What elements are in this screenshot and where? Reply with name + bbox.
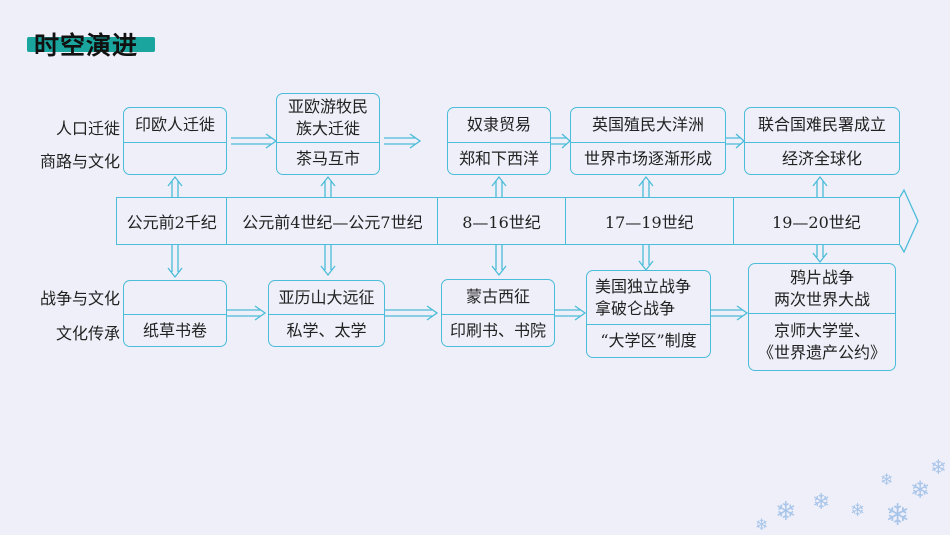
event-box: 亚欧游牧民族大迁徙 茶马互市 — [276, 93, 380, 175]
row-label-trade: 商路与文化 — [39, 152, 120, 171]
heritage-text: 京师大学堂、 — [773, 321, 870, 340]
horizontal-arrows — [227, 133, 749, 321]
heritage-text: 《世界遗产公约》 — [757, 343, 886, 362]
timeline: 公元前2千纪 公元前4世纪—公元7世纪 8—16世纪 17—19世纪 19—20… — [116, 197, 900, 245]
heritage-text: 私学、太学 — [286, 320, 367, 340]
war-text: 两次世界大战 — [773, 289, 870, 309]
heritage-text: 纸草书卷 — [142, 320, 207, 340]
event-box: 英国殖民大洋洲 世界市场逐渐形成 — [570, 107, 726, 175]
war-text: 蒙古西征 — [465, 287, 530, 306]
snowflake-icon: ❄ — [850, 500, 866, 521]
row-label-war: 战争与文化 — [39, 289, 120, 308]
snowflake-icon: ❄ — [812, 490, 831, 515]
vertical-arrows — [167, 175, 828, 279]
snowflake-icon: ❄ — [910, 476, 931, 504]
event-box: 纸草书卷 — [123, 280, 227, 347]
timeline-period: 17—19世纪 — [566, 198, 734, 244]
event-box: 印欧人迁徙 — [123, 107, 227, 175]
title-highlight — [27, 37, 155, 52]
migration-text: 亚欧游牧民 — [287, 97, 368, 116]
migration-text: 英国殖民大洋洲 — [591, 115, 704, 134]
row-label-heritage: 文化传承 — [55, 324, 120, 343]
migration-text: 奴隶贸易 — [466, 115, 531, 134]
migration-text: 印欧人迁徙 — [134, 115, 215, 134]
timeline-period: 19—20世纪 — [734, 198, 900, 244]
war-text: 美国独立战争 — [595, 276, 692, 296]
snowflake-icon: ❄ — [755, 515, 769, 534]
event-box: 联合国难民署成立 经济全球化 — [744, 107, 900, 175]
war-text: 拿破仑战争 — [595, 298, 676, 318]
timeline-period: 8—16世纪 — [438, 198, 566, 244]
war-text: 鸦片战争 — [789, 267, 854, 287]
event-box: 奴隶贸易 郑和下西洋 — [447, 107, 551, 175]
heritage-text: 印刷书、书院 — [449, 320, 546, 340]
timeline-arrow-head — [899, 188, 919, 254]
timeline-period: 公元前4世纪—公元7世纪 — [227, 198, 439, 244]
trade-text: 世界市场逐渐形成 — [583, 148, 712, 168]
event-box: 亚历山大远征 私学、太学 — [268, 280, 385, 347]
event-box: 鸦片战争两次世界大战 京师大学堂、《世界遗产公约》 — [748, 263, 896, 371]
snowflake-icon: ❄ — [775, 497, 797, 527]
heritage-text: “大学区”制度 — [600, 331, 697, 350]
row-label-migration: 人口迁徙 — [55, 119, 120, 138]
snowflake-icon: ❄ — [885, 498, 911, 533]
war-text: 亚历山大远征 — [278, 287, 375, 307]
snowflake-icon: ❄ — [880, 470, 894, 489]
migration-text: 族大迁徙 — [295, 119, 360, 138]
event-box: 蒙古西征 印刷书、书院 — [441, 279, 555, 347]
snowflake-icon: ❄ — [930, 455, 947, 479]
trade-text: 郑和下西洋 — [458, 148, 539, 168]
trade-text: 茶马互市 — [295, 148, 360, 168]
timeline-period: 公元前2千纪 — [117, 198, 228, 244]
event-box: 美国独立战争拿破仑战争 “大学区”制度 — [586, 270, 711, 358]
page-title: 时空演进 — [34, 31, 139, 60]
trade-text: 经济全球化 — [781, 148, 862, 168]
migration-text: 联合国难民署成立 — [757, 115, 886, 134]
